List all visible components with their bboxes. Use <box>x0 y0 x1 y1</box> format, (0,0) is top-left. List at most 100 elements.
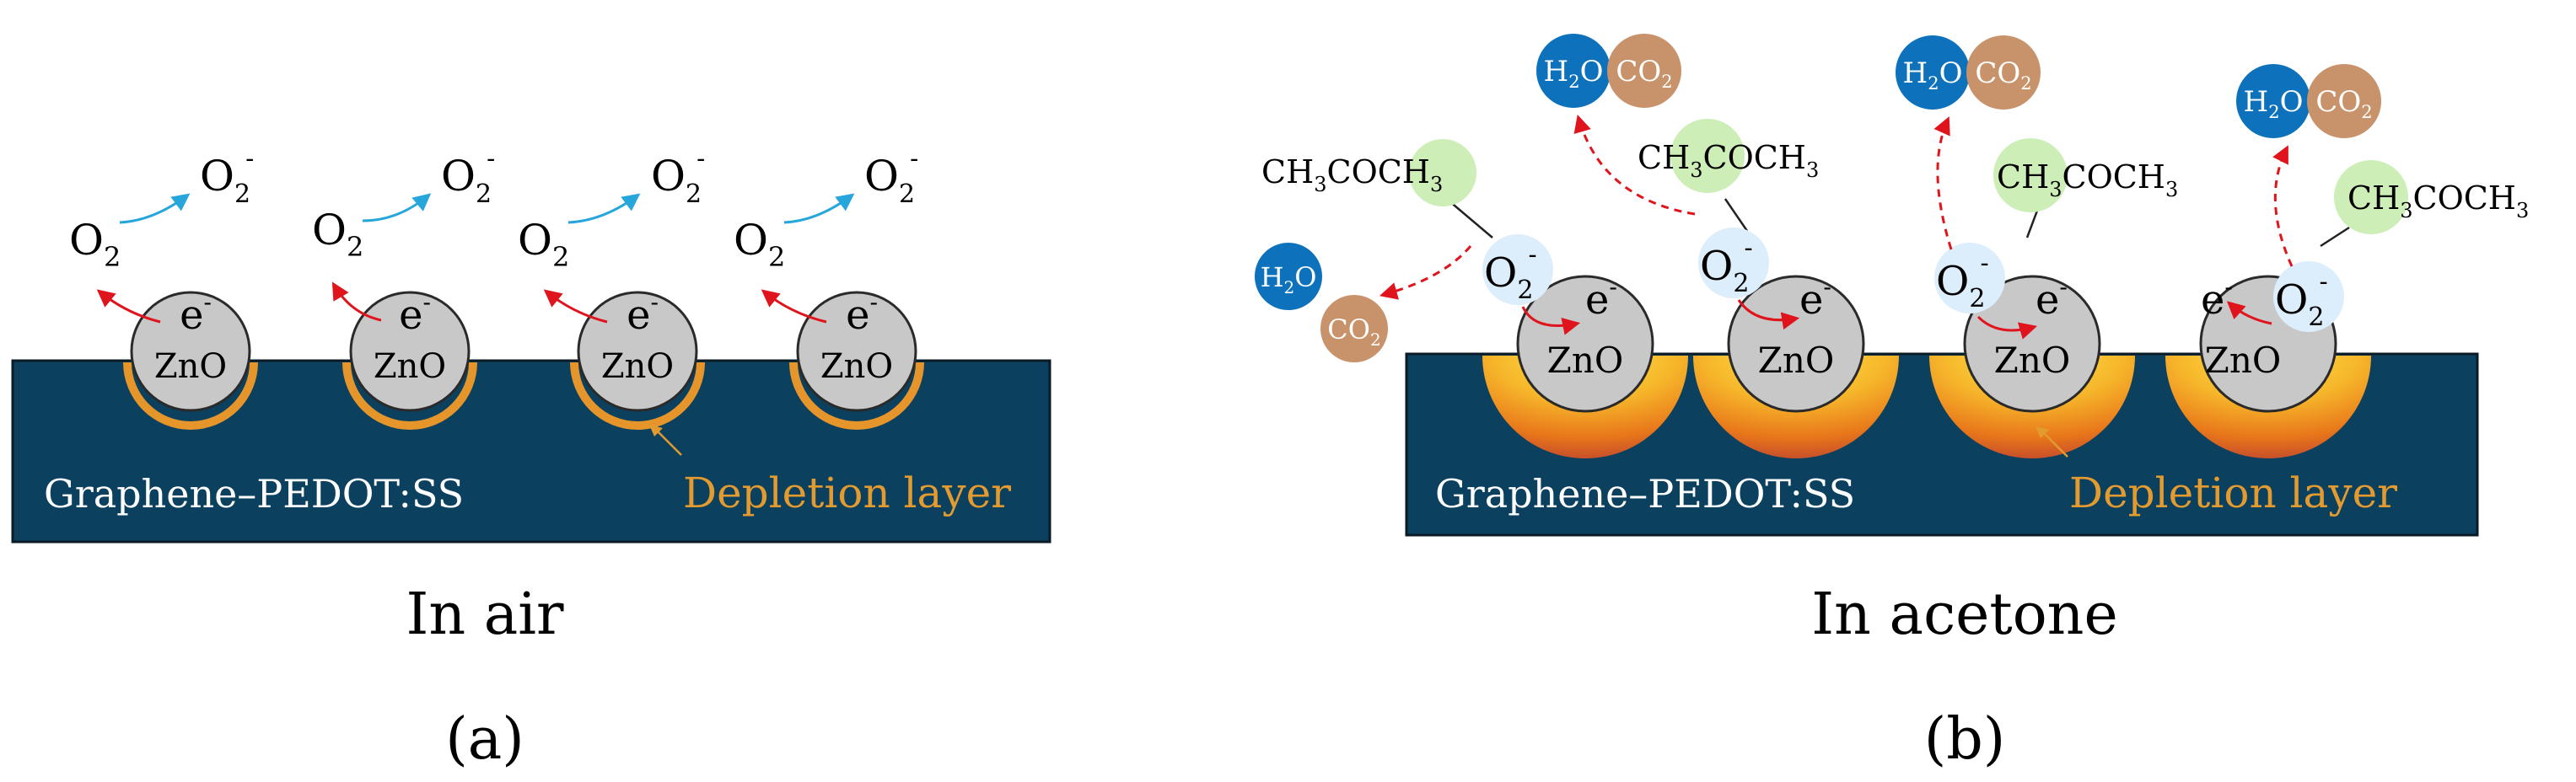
bond-line <box>1724 198 1749 232</box>
zno-particle: e- ZnO <box>1963 273 2101 413</box>
depletion-pointer-head <box>649 425 663 437</box>
product-pair: H2O CO2 <box>1255 243 1388 362</box>
depletion-label: Depletion layer <box>2069 469 2397 517</box>
zno-particle: e- ZnO <box>130 288 251 412</box>
zno-sphere <box>130 291 251 412</box>
zno-sphere <box>349 291 471 412</box>
o2-ion: O2- <box>1484 240 1537 305</box>
electron-label: e- <box>2201 273 2233 324</box>
acetone-bubble <box>1993 138 2068 212</box>
o2-ion-bubble <box>1482 234 1553 305</box>
acetone-bubble <box>1670 119 1745 193</box>
o2-ion-bubble <box>2273 261 2344 332</box>
adsorption-arrow <box>567 193 641 224</box>
o2-molecule: O2 <box>518 216 569 273</box>
reaction-product-arrow <box>1573 114 1696 216</box>
substrate-label: Graphene–PEDOT:SS <box>44 471 464 517</box>
electron-transfer-arrow <box>1976 315 2038 340</box>
electron-label: e- <box>180 288 212 339</box>
o2-ion-adsorbed: O2- <box>2273 261 2344 332</box>
acetone-bubble <box>1409 139 1476 206</box>
h2o-bubble <box>1255 243 1322 310</box>
o2-ion-adsorbed: O2- <box>1698 228 1769 298</box>
h2o-bubble <box>1536 34 1611 108</box>
electron-label: e- <box>846 288 878 339</box>
zno-sphere <box>1727 275 1865 413</box>
zno-sphere <box>1963 275 2101 413</box>
product-pair: H2O CO2 <box>1896 35 2041 110</box>
electron-transfer-arrow <box>761 289 827 324</box>
electron-label: e- <box>1799 273 1831 324</box>
electron-transfer-arrow <box>543 289 608 324</box>
o2-ion: O2- <box>200 144 254 209</box>
electron-label: e- <box>627 288 659 339</box>
adsorption-arrow <box>362 193 432 222</box>
co2-label: CO2 <box>1975 56 2031 94</box>
h2o-bubble <box>2236 64 2310 138</box>
h2o-label: H2O <box>1261 261 1317 297</box>
zno-sphere <box>1516 275 1654 413</box>
depletion-layer <box>342 362 477 430</box>
electron-label: e- <box>1585 273 1617 324</box>
zno-particle: e- ZnO <box>796 288 917 412</box>
co2-bubble <box>1607 34 1681 108</box>
o2-ion: O2- <box>1700 233 1753 298</box>
zno-label: ZnO <box>1547 340 1624 381</box>
o2-ion: O2- <box>2275 267 2328 332</box>
bond-line <box>2320 226 2350 248</box>
substrate-label: Graphene–PEDOT:SS <box>1435 471 1855 517</box>
acetone-label: CH3COCH3 <box>2347 179 2529 222</box>
zno-label: ZnO <box>1758 340 1835 381</box>
o2-ion-adsorbed: O2- <box>1934 243 2005 313</box>
panel-caption: In air <box>406 581 564 648</box>
o2-ion: O2- <box>441 144 495 209</box>
zno-particle: e- ZnO <box>1727 273 1865 413</box>
o2-ion: O2- <box>651 144 705 209</box>
depletion-layer <box>789 362 924 430</box>
product-pair: H2O CO2 <box>2236 64 2381 138</box>
bond-line <box>1448 200 1493 238</box>
panel-letter: (a) <box>445 706 524 773</box>
zno-label: ZnO <box>154 347 227 386</box>
co2-label: CO2 <box>1327 313 1380 350</box>
h2o-label: H2O <box>2244 85 2304 122</box>
zno-label: ZnO <box>601 347 674 386</box>
zno-sphere <box>577 291 698 412</box>
depletion-layer <box>123 362 258 430</box>
panel-letter: (b) <box>1924 706 2006 773</box>
acetone-label: CH3COCH3 <box>1261 153 1443 196</box>
o2-ion: O2- <box>1936 249 1989 313</box>
electron-label: e- <box>2036 273 2068 324</box>
co2-label: CO2 <box>2315 85 2372 122</box>
reaction-product-arrow <box>1933 116 1953 250</box>
co2-bubble <box>1320 295 1388 362</box>
zno-label: ZnO <box>374 347 446 386</box>
o2-molecule: O2 <box>312 206 363 263</box>
o2-ion-bubble <box>1934 243 2005 313</box>
panel-a: e- ZnO e- ZnO e- ZnO e- ZnO O2 O2 O2 O2 … <box>11 144 1051 773</box>
o2-ion-bubble <box>1698 228 1769 298</box>
product-pair: H2O CO2 <box>1536 34 1681 108</box>
panel-b: e- ZnO e- ZnO e- ZnO e- ZnO CH3COCH3 CH3… <box>1255 34 2529 773</box>
electron-transfer-arrow <box>1521 306 1581 335</box>
zno-sphere <box>796 291 917 412</box>
reaction-product-arrow <box>1379 245 1472 300</box>
depletion-pointer-head <box>2036 426 2049 438</box>
co2-label: CO2 <box>1616 55 1672 92</box>
o2-molecule: O2 <box>69 216 121 273</box>
o2-ion: O2- <box>864 144 918 209</box>
electron-transfer-arrow <box>96 289 161 324</box>
zno-label: ZnO <box>820 347 893 386</box>
reaction-product-arrow <box>2272 145 2294 267</box>
o2-molecule: O2 <box>734 216 785 273</box>
h2o-label: H2O <box>1903 56 1963 94</box>
co2-bubble <box>2307 64 2381 138</box>
electron-transfer-arrow <box>2226 301 2272 325</box>
bond-line <box>2025 210 2039 238</box>
adsorption-arrow <box>783 193 855 224</box>
depletion-layer <box>570 362 705 430</box>
acetone-label: CH3COCH3 <box>1638 139 1819 182</box>
electron-label: e- <box>399 288 431 339</box>
acetone-label: CH3COCH3 <box>1997 158 2178 201</box>
